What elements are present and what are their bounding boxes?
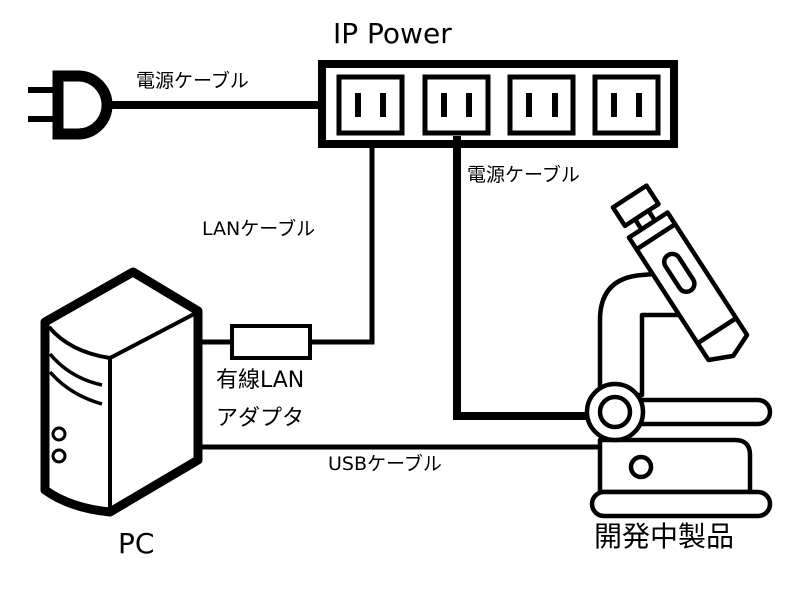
power-plug-icon [28,70,113,140]
lan-cable-label: LANケーブル [202,218,316,240]
pc-label: PC [118,527,155,560]
outlet-1 [336,74,405,136]
device-label: 開発中製品 [594,520,735,553]
outlet-4 [592,74,661,136]
outlet-2 [422,74,491,136]
outlet-3 [507,74,576,136]
lan-adapter-label-2: アダプタ [216,406,305,431]
usb-cable-label: USBケーブル [328,453,442,475]
ip-power-title: IP Power [333,17,452,50]
lan-adapter-icon [230,324,312,360]
power-strip-icon [318,60,678,148]
lan-cable [311,148,375,345]
pc-tower-icon [40,267,203,517]
lan-adapter-label-1: 有線LAN [216,368,305,393]
power-cable-device-label: 電源ケーブル [467,164,580,186]
power-cable-plug-label: 電源ケーブル [136,70,249,92]
microscope-icon [584,183,773,519]
power-cable-device [453,136,590,420]
